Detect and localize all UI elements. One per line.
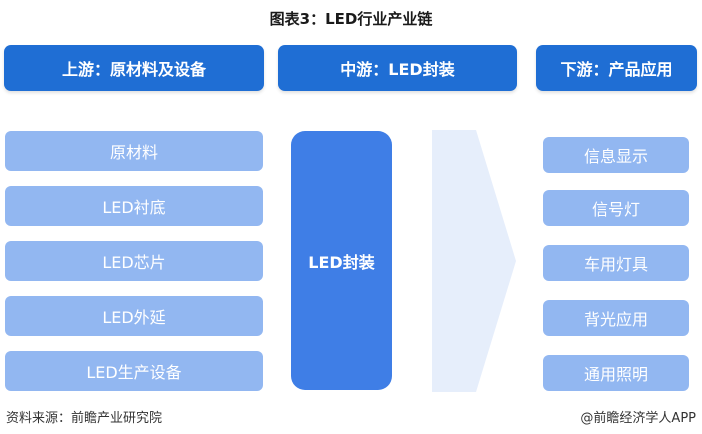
flow-arrow-icon xyxy=(432,130,516,392)
downstream-item-vehicle-lamp: 车用灯具 xyxy=(543,245,689,281)
upstream-item-chip: LED芯片 xyxy=(5,241,263,281)
downstream-item-display: 信息显示 xyxy=(543,137,689,173)
header-upstream: 上游：原材料及设备 xyxy=(4,45,264,91)
upstream-item-epitaxy: LED外延 xyxy=(5,296,263,336)
upstream-item-raw-materials: 原材料 xyxy=(5,131,263,171)
diagram-title: 图表3：LED行业产业链 xyxy=(269,10,433,28)
midstream-box: LED封装 xyxy=(291,131,392,390)
header-midstream: 中游：LED封装 xyxy=(278,45,517,91)
credit-note: @前瞻经济学人APP xyxy=(580,411,696,426)
source-note: 资料来源：前瞻产业研究院 xyxy=(6,411,163,426)
header-downstream: 下游：产品应用 xyxy=(536,45,697,91)
downstream-item-backlight: 背光应用 xyxy=(543,300,689,336)
downstream-item-general-lighting: 通用照明 xyxy=(543,355,689,391)
upstream-item-substrate: LED衬底 xyxy=(5,186,263,226)
downstream-item-signal-light: 信号灯 xyxy=(543,190,689,226)
upstream-item-equipment: LED生产设备 xyxy=(5,351,263,391)
